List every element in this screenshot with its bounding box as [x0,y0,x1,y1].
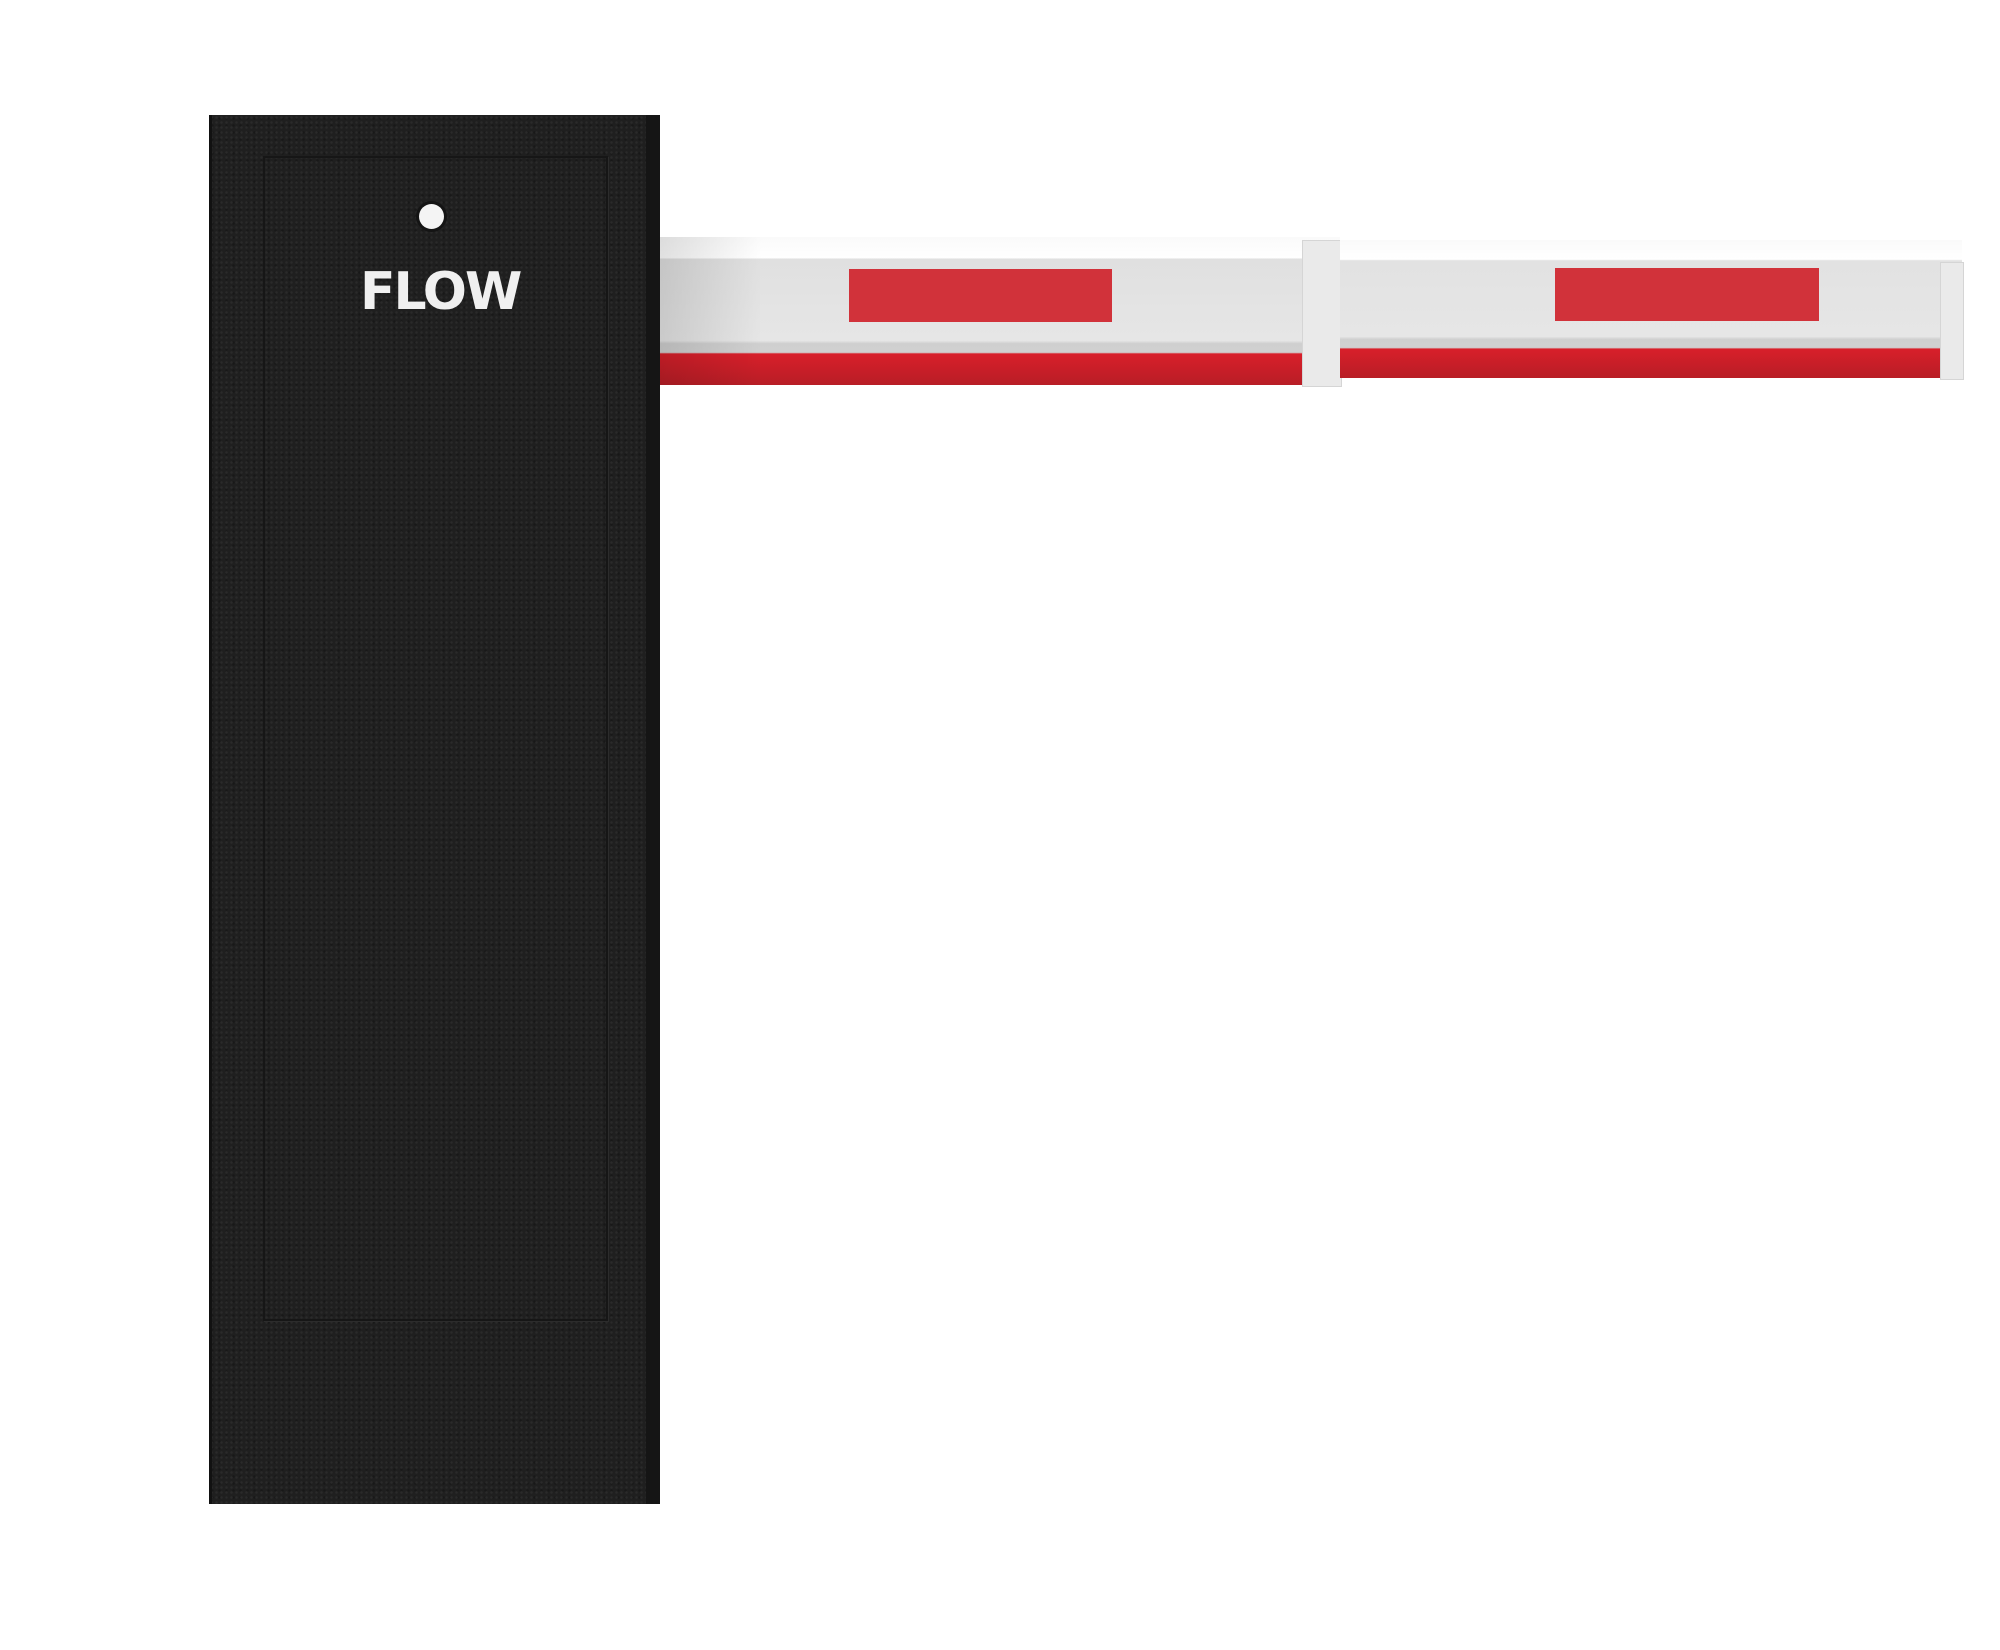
cabinet-door-panel [263,156,608,1321]
reflector-strip-1 [849,269,1112,322]
barrier-cabinet [209,115,660,1504]
brand-logo: FLOW [360,262,522,322]
boom-joint [1302,240,1342,387]
reflector-strip-2 [1555,268,1819,321]
boom-end-cap [1940,262,1964,380]
indicator-light [419,204,444,229]
